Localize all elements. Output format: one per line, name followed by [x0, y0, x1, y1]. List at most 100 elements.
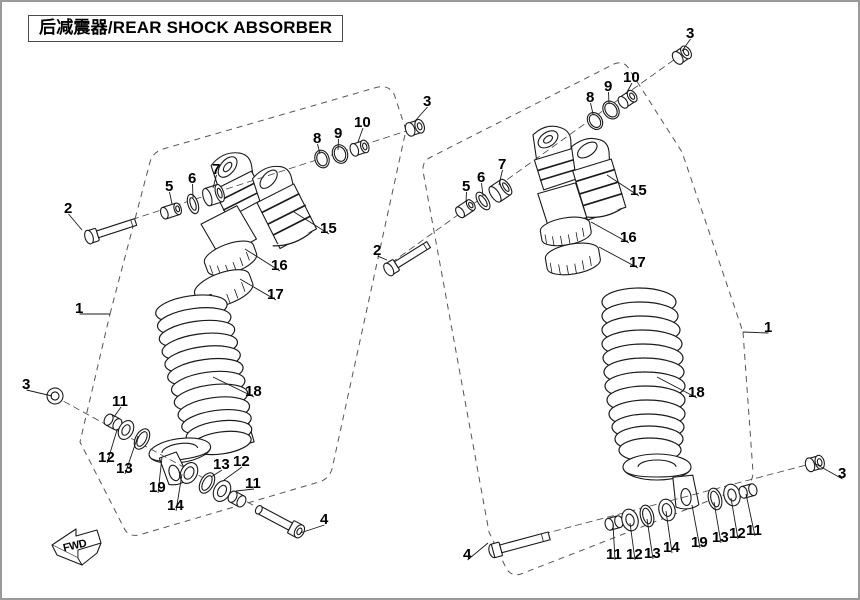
leader-left-11: [113, 406, 122, 418]
left-lower-hardware-parts: [46, 387, 306, 539]
leader-left-11: [235, 488, 255, 492]
leader-left-3: [26, 389, 53, 397]
callout-right-19: 19: [691, 534, 708, 551]
title-separator: /: [107, 18, 113, 37]
leader-right-13: [713, 501, 722, 544]
leader-right-10: [625, 82, 633, 95]
callout-right-5: 5: [462, 178, 471, 195]
callout-left-7: 7: [212, 161, 221, 178]
leader-right-2: [377, 255, 388, 261]
left-shock-absorber-part: [148, 152, 318, 486]
callout-left-6: 6: [188, 170, 197, 187]
leader-left-2: [68, 213, 83, 231]
title-english: REAR SHOCK ABSORBER: [112, 18, 333, 37]
callout-right-4: 4: [463, 546, 472, 563]
leader-right-19: [691, 504, 701, 549]
leader-left-7: [212, 174, 217, 189]
callout-left-12: 12: [98, 449, 115, 466]
leader-right-7: [498, 169, 503, 186]
callout-right-12: 12: [626, 546, 643, 563]
callout-right-11: 11: [606, 546, 622, 563]
callout-right-16: 16: [620, 229, 637, 246]
callout-left-18: 18: [245, 383, 262, 400]
leader-right-14: [665, 510, 673, 554]
right-lower-hardware-parts: [488, 454, 825, 559]
callout-left-4: 4: [320, 511, 329, 528]
callout-left-19: 19: [149, 479, 166, 496]
right-assembly-boundary: [422, 62, 754, 576]
callout-right-15: 15: [630, 182, 647, 199]
callout-right-12: 12: [729, 525, 746, 542]
leader-right-3: [813, 462, 843, 480]
leader-right-1: [742, 331, 769, 334]
diagram-title-box: 后减震器/REAR SHOCK ABSORBER: [28, 15, 344, 42]
leader-left-10: [357, 127, 364, 143]
leader-left-14: [175, 473, 183, 512]
leader-left-6: [192, 183, 194, 199]
callout-left-16: 16: [271, 257, 288, 274]
leader-left-5: [169, 191, 173, 205]
callout-left-13: 13: [116, 460, 133, 477]
callout-right-10: 10: [623, 69, 640, 86]
callout-left-15: 15: [320, 220, 337, 237]
callout-right-7: 7: [498, 156, 507, 173]
coil-spring-right: [601, 287, 686, 463]
leader-left-12: [106, 429, 118, 464]
leader-left-3: [414, 106, 428, 122]
callout-left-11: 11: [112, 393, 128, 410]
leader-right-4: [467, 542, 489, 561]
leader-right-3: [681, 38, 691, 52]
leader-right-11: [612, 523, 616, 561]
callout-left-13: 13: [213, 456, 230, 473]
title-chinese: 后减震器: [39, 18, 108, 38]
callout-leader-lines: [26, 38, 843, 561]
callout-right-8: 8: [586, 89, 595, 106]
callout-left-5: 5: [165, 178, 174, 195]
callout-right-13: 13: [712, 529, 729, 546]
leader-left-13: [124, 435, 139, 475]
leader-right-18: [656, 376, 698, 399]
callout-left-8: 8: [313, 130, 322, 147]
callout-left-11: 11: [245, 475, 261, 492]
leader-right-12: [730, 497, 739, 540]
leader-right-16: [590, 221, 630, 244]
callout-right-17: 17: [629, 254, 646, 271]
callout-right-2: 2: [373, 242, 382, 259]
leader-left-18: [212, 376, 255, 398]
leader-left-19: [157, 456, 163, 494]
callout-left-3: 3: [423, 93, 432, 110]
callout-left-14: 14: [167, 497, 184, 514]
callout-left-10: 10: [354, 114, 371, 131]
callout-left-3: 3: [22, 376, 31, 393]
leader-right-8: [590, 102, 594, 115]
leader-right-9: [608, 91, 610, 105]
callout-right-3: 3: [838, 465, 847, 482]
leader-right-13: [646, 518, 654, 560]
right-upper-hardware-axis: [390, 53, 683, 264]
callout-right-11: 11: [746, 522, 762, 539]
leader-right-6: [481, 182, 484, 197]
callout-left-17: 17: [267, 286, 284, 303]
left-assembly-boundary: [79, 86, 407, 536]
callout-right-14: 14: [663, 539, 680, 556]
leader-right-11: [745, 493, 756, 537]
leader-right-17: [598, 246, 639, 269]
leader-left-15: [293, 211, 330, 235]
callout-left-2: 2: [64, 200, 73, 217]
leader-left-16: [244, 248, 281, 272]
forward-direction-arrow: [51, 528, 102, 566]
leader-right-15: [606, 174, 640, 197]
callout-right-1: 1: [764, 319, 773, 336]
diagram-title: 后减震器/REAR SHOCK ABSORBER: [39, 18, 332, 38]
callout-left-9: 9: [334, 125, 343, 142]
leader-left-12: [223, 466, 243, 481]
coil-spring-left: [155, 294, 253, 456]
callout-right-13: 13: [644, 545, 661, 562]
leader-left-13: [210, 469, 223, 478]
leader-right-5: [465, 191, 467, 203]
callout-right-18: 18: [688, 384, 705, 401]
callout-left-1: 1: [75, 300, 84, 317]
leader-left-17: [239, 278, 277, 301]
